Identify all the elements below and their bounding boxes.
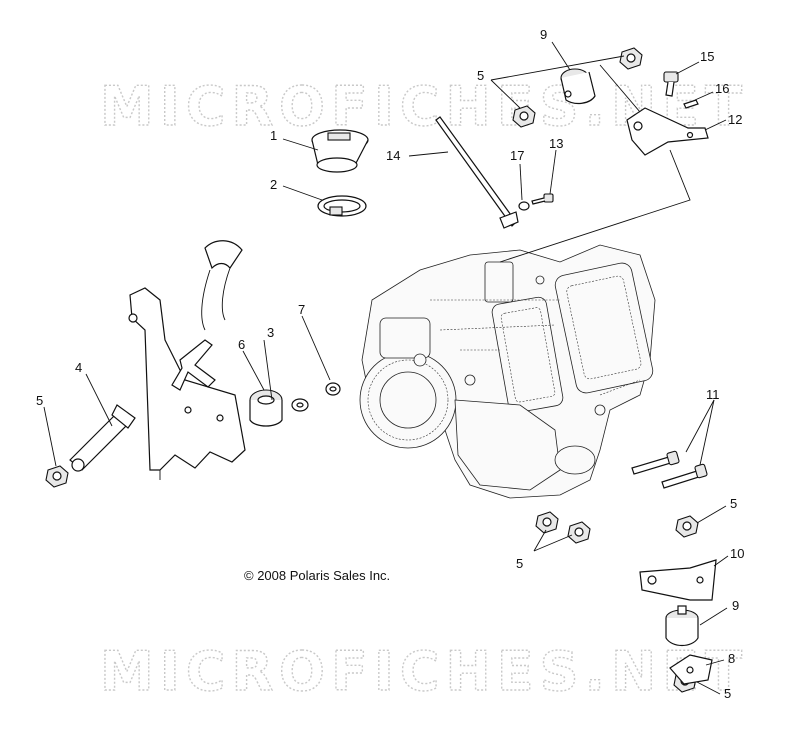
callout-3: 3 xyxy=(267,325,274,340)
callout-9-bottom: 9 xyxy=(732,598,739,613)
engine-assembly xyxy=(359,244,656,499)
nut-mid-1 xyxy=(535,511,559,534)
callout-2: 2 xyxy=(270,177,277,192)
part-bolts-11 xyxy=(631,450,708,489)
part-plate-8 xyxy=(669,654,713,685)
part-mount-9-bottom xyxy=(665,605,699,647)
part-hose-clamp xyxy=(317,195,367,217)
nut-mid-2 xyxy=(567,521,591,544)
part-bracket-12 xyxy=(626,107,709,156)
nut-left xyxy=(45,465,69,488)
callout-5-bottom: 5 xyxy=(724,686,731,701)
callout-17: 17 xyxy=(510,148,524,163)
callouts: 1 2 3 4 5 6 7 14 17 13 5 9 15 16 12 11 5… xyxy=(36,27,744,701)
part-washer-17 xyxy=(518,201,530,211)
part-pin-16 xyxy=(683,99,699,109)
part-washer-7 xyxy=(325,382,341,396)
callout-12: 12 xyxy=(728,112,742,127)
callout-14: 14 xyxy=(386,148,400,163)
part-washer-3 xyxy=(291,398,309,412)
callout-9-top: 9 xyxy=(540,27,547,42)
callout-10: 10 xyxy=(730,546,744,561)
callout-5-right: 5 xyxy=(730,496,737,511)
callout-13: 13 xyxy=(549,136,563,151)
callout-6: 6 xyxy=(238,337,245,352)
callout-11: 11 xyxy=(706,387,720,402)
callout-4: 4 xyxy=(75,360,82,375)
copyright-text: © 2008 Polaris Sales Inc. xyxy=(244,568,390,583)
part-bolt-13 xyxy=(531,193,554,205)
part-bracket-10 xyxy=(639,559,717,601)
watermark-bottom: MICROFICHES.NET xyxy=(100,640,748,703)
leader-lines xyxy=(43,41,729,695)
part-mount-9-top xyxy=(560,68,596,105)
nut-right xyxy=(675,515,699,538)
callout-1: 1 xyxy=(270,128,277,143)
callout-8: 8 xyxy=(728,651,735,666)
callout-5-top: 5 xyxy=(477,68,484,83)
part-rod-14 xyxy=(435,116,519,229)
callout-16: 16 xyxy=(715,81,729,96)
callout-7: 7 xyxy=(298,302,305,317)
part-bracket-4 xyxy=(69,404,136,472)
callout-15: 15 xyxy=(700,49,714,64)
part-rubber-mount-6 xyxy=(249,389,283,427)
nut-top xyxy=(512,105,536,128)
part-intake-boot xyxy=(311,129,369,173)
callout-5-mid: 5 xyxy=(516,556,523,571)
part-bolt-15 xyxy=(663,71,679,97)
callout-5-left: 5 xyxy=(36,393,43,408)
nut-top-right xyxy=(619,47,643,70)
frame-bracket xyxy=(128,240,246,480)
